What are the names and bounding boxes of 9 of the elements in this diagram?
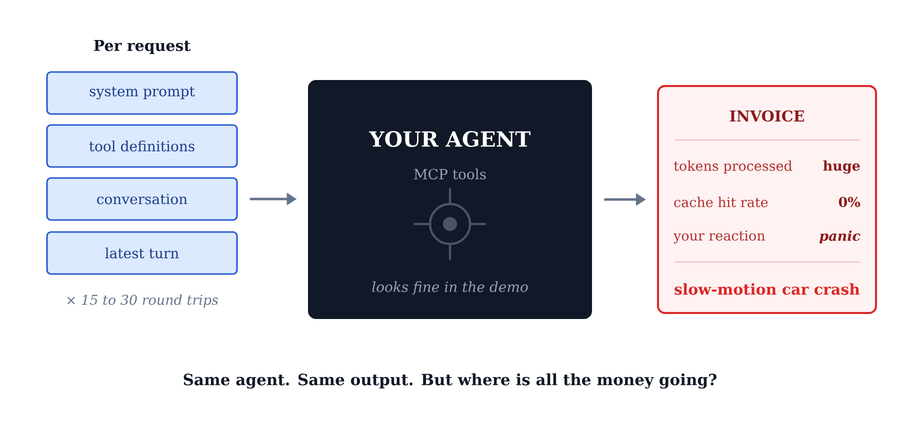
note: × 15 to 30 round trips [67,294,218,308]
context-box: conversation [46,177,238,221]
context-box: latest turn [46,231,238,275]
caption: Same agent. Same output. But where is all the money going? [184,373,716,389]
context-box: system prompt [46,71,238,115]
invoice-card: INVOICE tokens processed huge cache hit rate 0% your reaction panic slow-motion car crash [657,85,877,314]
context-box: tool definitions [46,124,238,168]
heading: Per request [94,40,191,54]
agent-panel: YOUR AGENT MCP tools looks fine in the demo [308,80,592,319]
